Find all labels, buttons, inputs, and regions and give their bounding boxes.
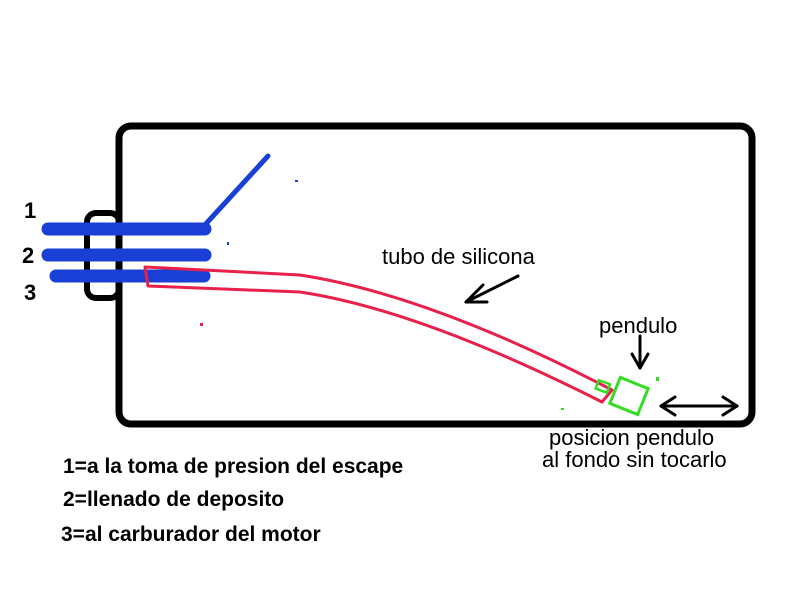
stray-dot [200, 323, 203, 326]
distance-arrow [659, 395, 739, 417]
pendulum-label: pendulo [599, 313, 677, 338]
position-label-line2: al fondo sin tocarlo [542, 447, 727, 472]
tube-connector [594, 378, 612, 395]
stray-dot [656, 377, 659, 381]
pipe-label-3: 3 [24, 280, 36, 305]
legend-item-3: 3=al carburador del motor [61, 523, 321, 546]
pendulum-arrow [630, 334, 650, 370]
pipe-1-riser [200, 153, 271, 230]
tube-arrow [464, 274, 520, 304]
pendulum [607, 375, 651, 417]
position-label-line1: posicion pendulo [549, 425, 714, 450]
legend-item-2: 2=llenado de deposito [63, 488, 284, 511]
stray-dot [295, 180, 298, 182]
stray-dot [227, 242, 229, 245]
stray-dot [561, 408, 564, 410]
tube-label: tubo de silicona [382, 244, 536, 269]
silicone-tube [143, 265, 614, 404]
pipe-label-2: 2 [22, 243, 34, 268]
pipe-label-1: 1 [24, 198, 36, 223]
legend-item-1: 1=a la toma de presion del escape [63, 455, 403, 478]
